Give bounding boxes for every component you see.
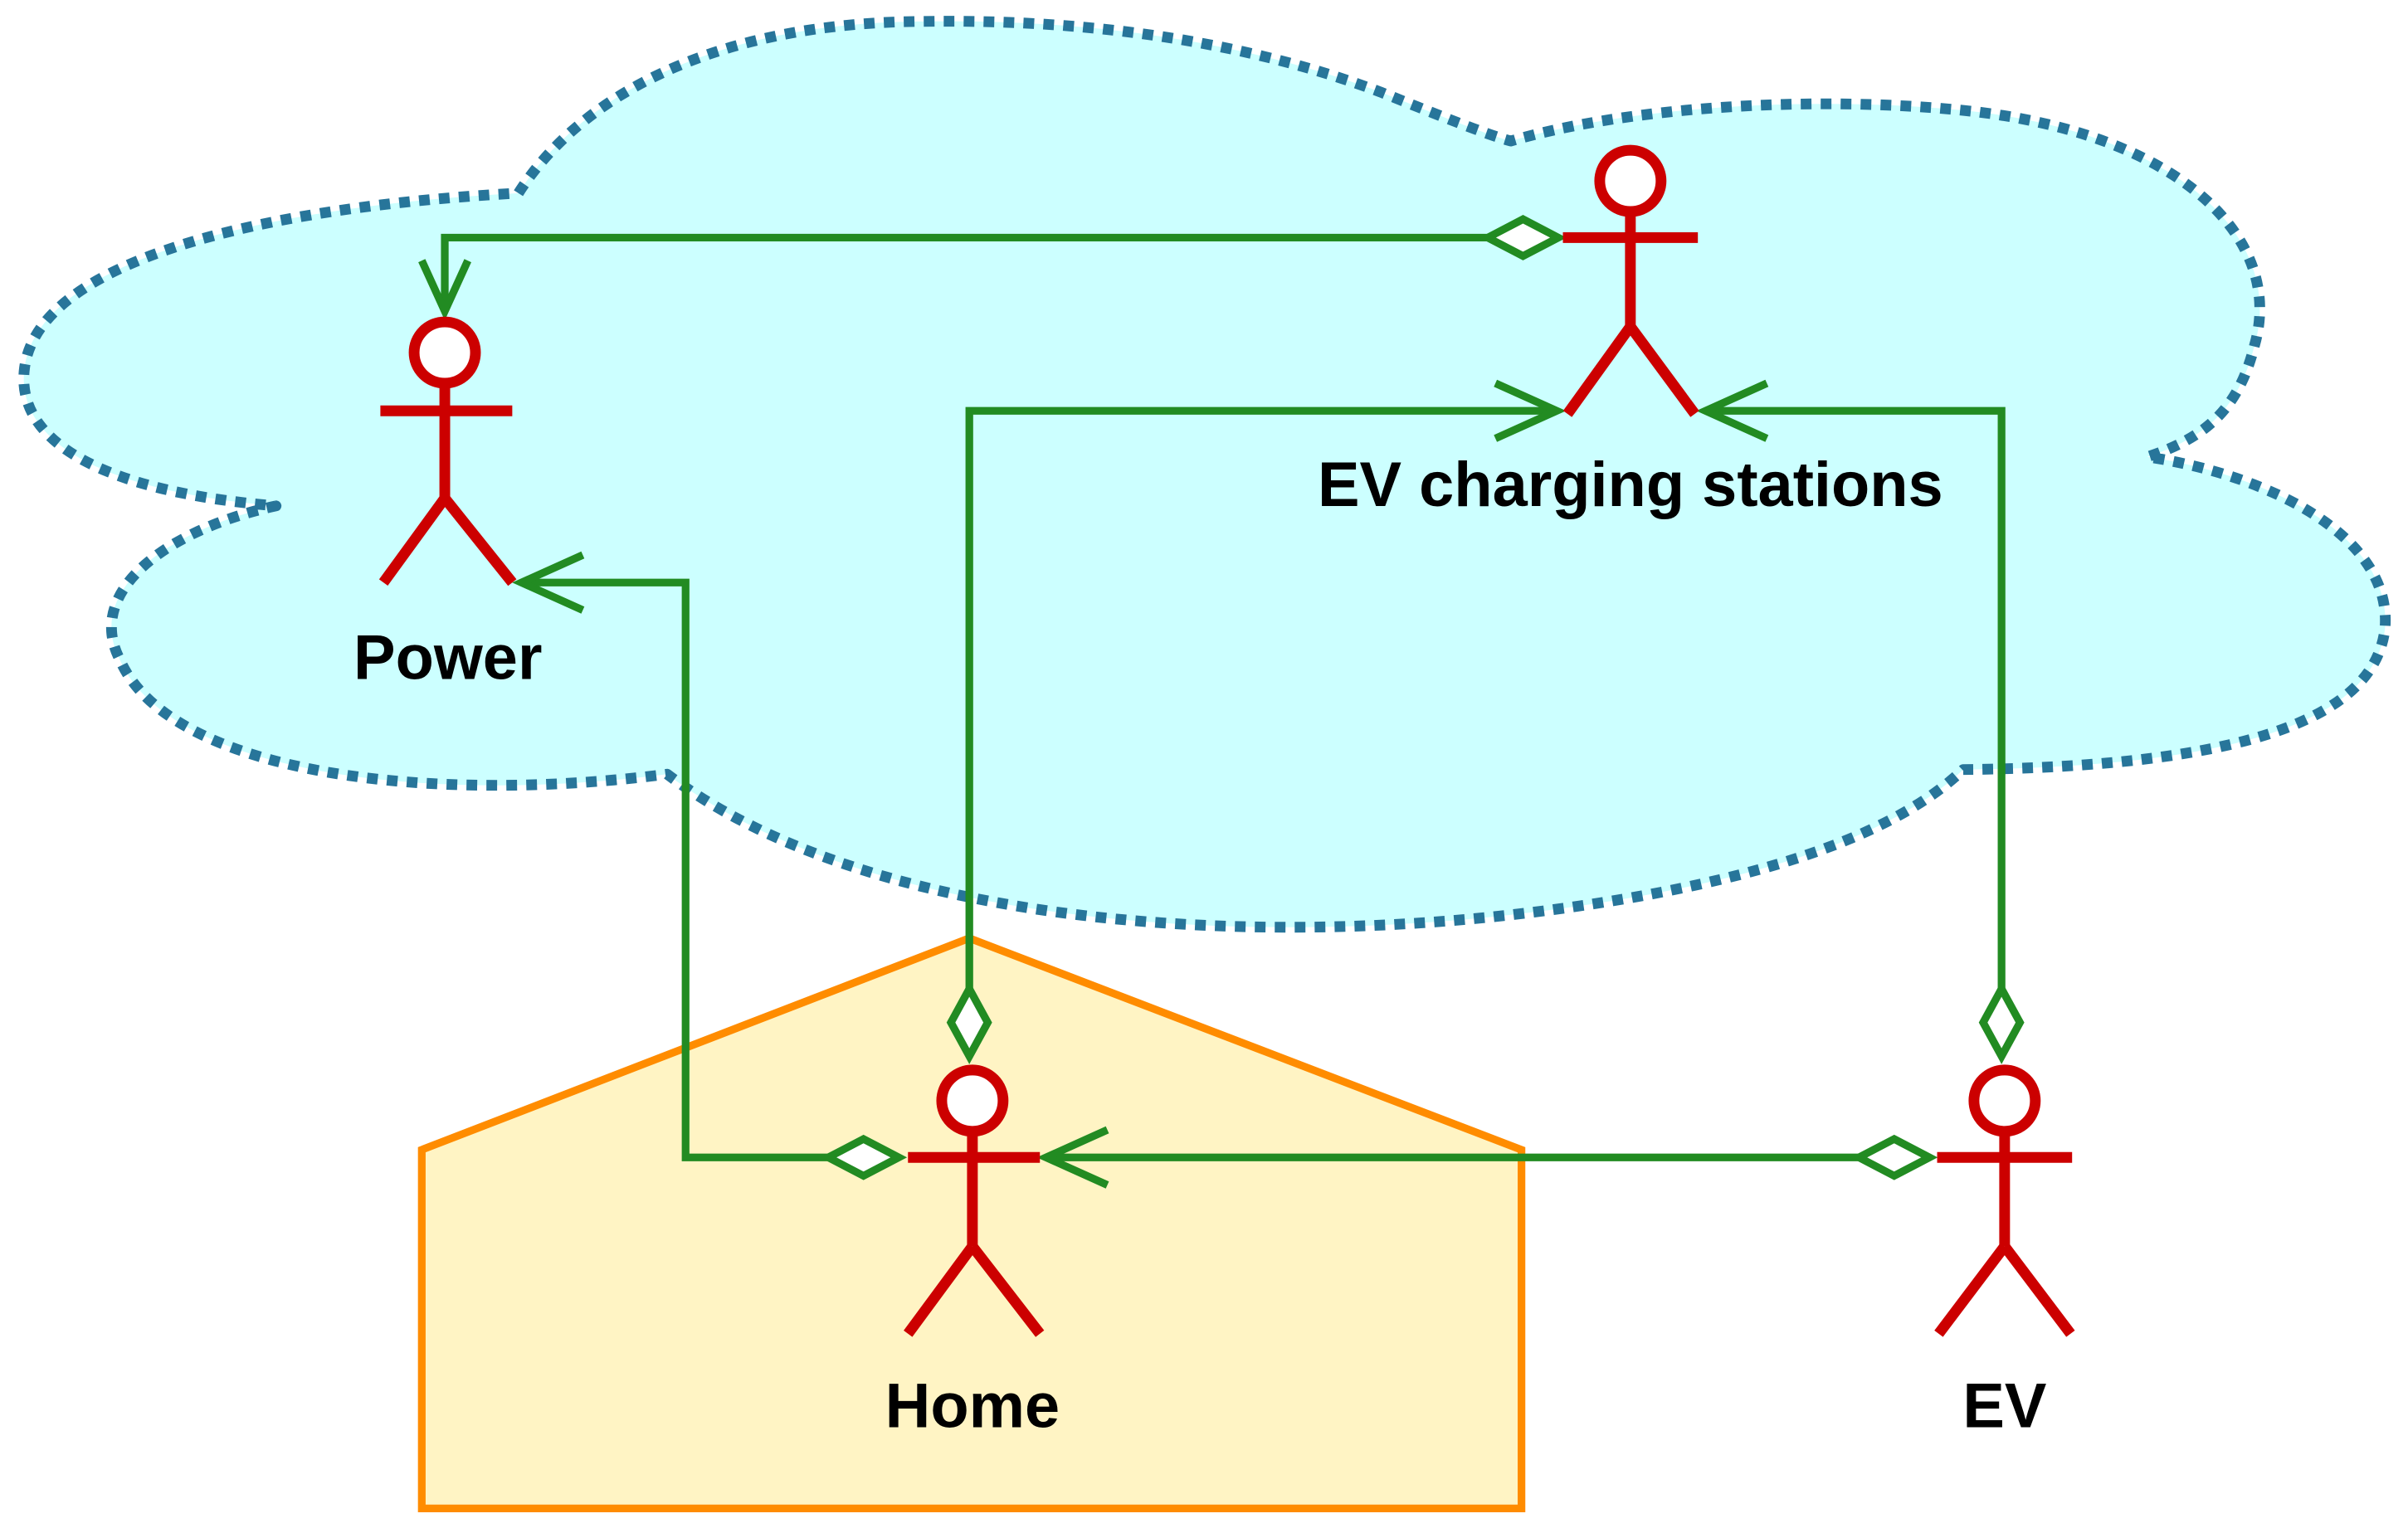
actor-ev-charging-stations-head	[1594, 144, 1667, 217]
diamond-stations-end	[1479, 215, 1567, 260]
diamond-home-end-stations	[946, 981, 992, 1064]
relations	[441, 233, 2006, 1161]
cloud-region	[18, 16, 2391, 933]
arrowhead-at-stations-left	[1494, 379, 1567, 442]
actor-ev-charging-stations[interactable]	[1562, 144, 1699, 417]
arrowhead-at-stations-right	[1696, 379, 1769, 442]
actor-home-head	[936, 1064, 1009, 1137]
actor-power-head	[408, 316, 481, 389]
actor-ev-head	[1968, 1064, 2041, 1137]
arrowheads	[418, 259, 1769, 1189]
relation-stations-to-power	[441, 233, 1488, 307]
relation-home-to-stations	[965, 406, 1553, 989]
actor-ev-label: EV	[1962, 1370, 2047, 1441]
actor-ev[interactable]	[1934, 1064, 2075, 1337]
diamond-ev-end-stations	[1978, 981, 2025, 1064]
arrowhead-at-home	[1036, 1126, 1109, 1189]
diamond-ev-end-home	[1850, 1134, 1938, 1180]
aggregation-diamonds	[820, 215, 2025, 1180]
actor-home[interactable]	[904, 1064, 1045, 1337]
diamond-home-end-power	[820, 1134, 908, 1180]
relation-home-to-power	[524, 578, 829, 1161]
arrowhead-at-power-top	[418, 259, 471, 321]
actor-power[interactable]	[378, 316, 517, 586]
arrowhead-at-power-side	[512, 551, 585, 614]
relation-ev-to-stations	[1709, 406, 2006, 989]
actor-home-label: Home	[885, 1370, 1060, 1441]
actor-ev-charging-stations-label: EV charging stations	[1318, 450, 1943, 520]
actor-power-label: Power	[353, 623, 542, 694]
